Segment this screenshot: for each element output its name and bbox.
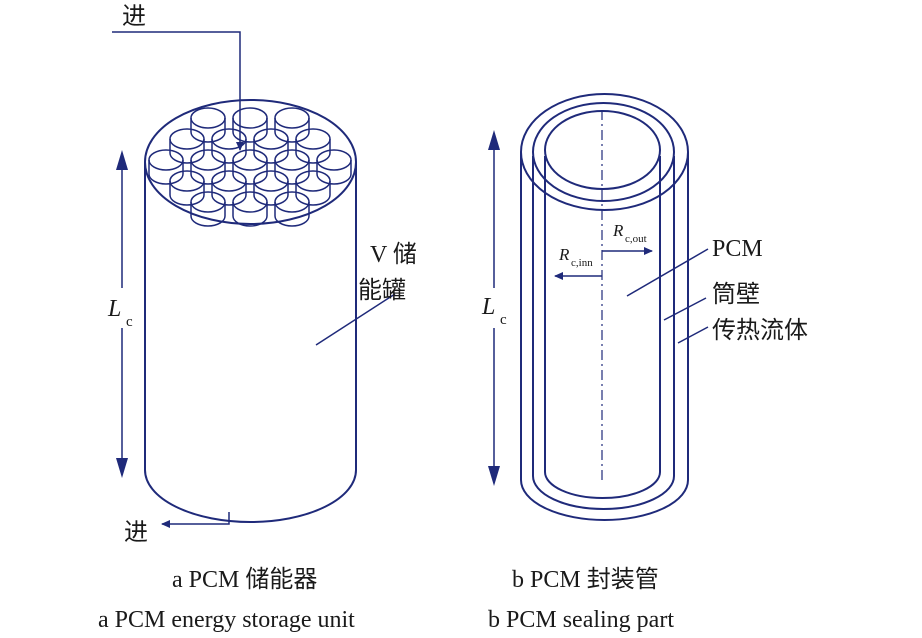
tube-end [274,191,310,227]
tank-leader-line [315,293,396,346]
inlet-label-top: 进 [122,4,146,30]
tube-end [232,191,268,227]
caption-a-en: a PCM energy storage unit [98,607,355,633]
tube-end [232,149,268,185]
tube-end [253,128,289,164]
tube-end [190,149,226,185]
length-label-bg-b [472,288,516,328]
length-arrow-top [116,150,128,170]
r-inn-subscript: c,inn [571,257,593,269]
tube-end [253,170,289,206]
tube-end [190,107,226,143]
tank-top-ellipse [144,99,357,225]
inlet-arrow [112,31,244,151]
length-arrow-bottom-b [488,466,500,486]
tube-end [295,170,331,206]
tube-end [316,149,352,185]
tube-end [211,128,247,164]
pcm-label: PCM [712,236,763,262]
tank-label-line1: V 储 [370,241,417,268]
tube-end [211,170,247,206]
caption-b-cn: b PCM 封装管 [512,566,659,593]
r-out-symbol: R [612,221,624,240]
length-symbol-b: L [481,294,495,320]
panel-b-sealing-part: L c R c,out R c,inn PCM 筒壁 传热流体 b PCM 封装… [472,93,808,633]
tube-end [274,149,310,185]
outer-shell-top [520,93,689,211]
length-arrow-bottom [116,458,128,478]
panel-a-storage-unit: 进 进 L c V 储 能罐 a PCM 储能器 a PCM energy st… [98,4,417,633]
caption-b-en: b PCM sealing part [488,607,674,633]
length-subscript-b: c [500,312,507,328]
tank-label-line2: 能罐 [358,277,406,304]
tube-end [190,191,226,227]
tube-end [232,107,268,143]
tube-bundle [148,107,352,227]
r-out-subscript: c,out [625,233,647,245]
tube-end [148,149,184,185]
length-label-bg [100,288,144,328]
outlet-arrow [161,512,230,528]
outer-shell-bottom [520,479,689,521]
length-subscript-a: c [126,314,133,330]
wall-label: 筒壁 [712,281,760,308]
length-arrow-top-b [488,130,500,150]
length-symbol-a: L [107,296,121,322]
wall-bottom [532,475,675,510]
tank-bottom-arc [144,469,357,523]
caption-a-cn: a PCM 储能器 [172,566,317,593]
tube-end [169,128,205,164]
tube-end [274,107,310,143]
outlet-label-bottom: 进 [124,520,148,546]
fluid-leader [677,326,709,344]
wall-leader [663,297,707,321]
fluid-label: 传热流体 [712,317,808,344]
pcm-leader [626,248,709,297]
tube-end [169,170,205,206]
pcm-bottom [544,471,661,499]
tube-end [295,128,331,164]
r-inn-symbol: R [558,245,570,264]
wall-top [532,102,675,202]
